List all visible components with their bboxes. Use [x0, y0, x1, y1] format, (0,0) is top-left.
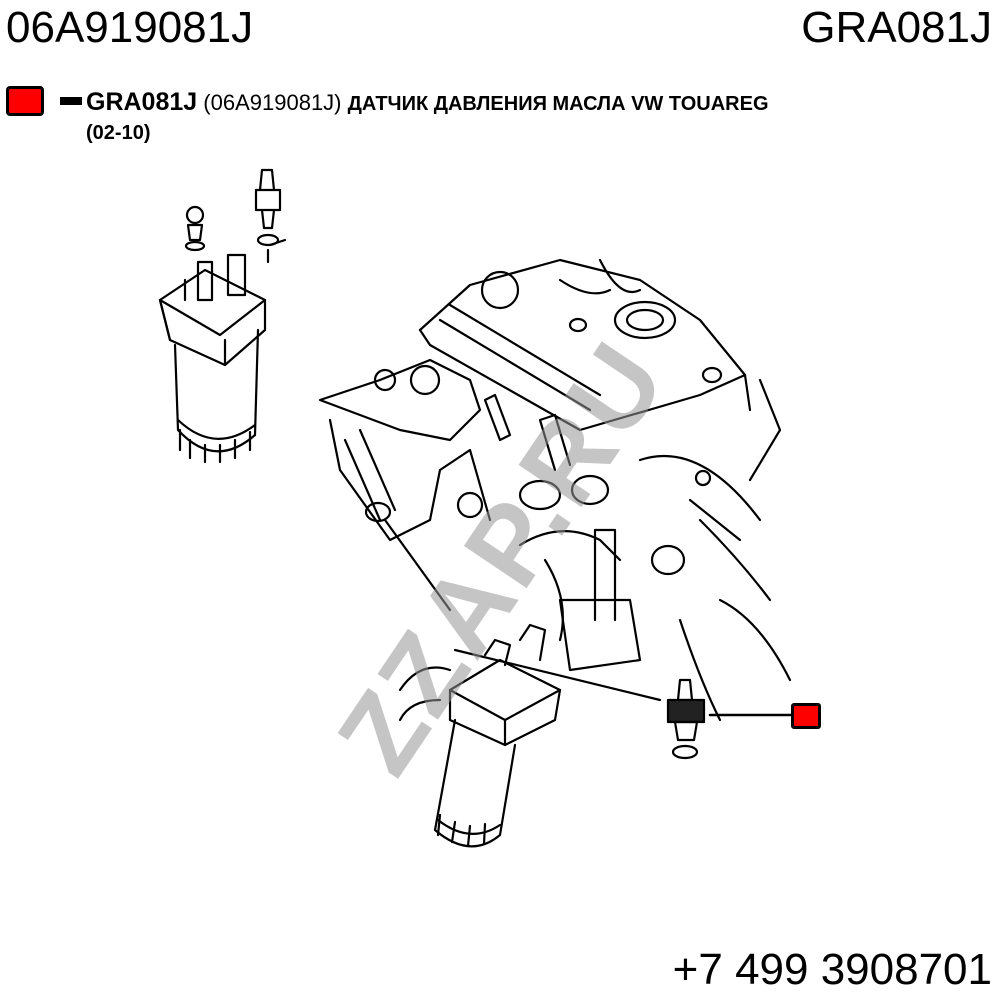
- legend-code: GRA081J: [86, 88, 198, 116]
- part-callout-marker[interactable]: [791, 703, 821, 729]
- legend-marker-icon: [6, 86, 44, 116]
- legend-text: GRA081J (06A919081J) ДАТЧИК ДАВЛЕНИЯ МАС…: [86, 88, 956, 147]
- phone-number[interactable]: +7 499 3908701: [672, 945, 992, 994]
- legend-years: (02-10): [86, 122, 151, 144]
- oem-number: 06A919081J: [6, 3, 254, 52]
- engine-block: [318, 258, 792, 722]
- legend-dash: [60, 97, 82, 105]
- oil-pressure-sensor: [666, 678, 793, 760]
- legend-item[interactable]: GRA081J (06A919081J) ДАТЧИК ДАВЛЕНИЯ МАС…: [6, 86, 956, 146]
- filter-housing-exploded: [158, 168, 287, 464]
- oil-filter: [398, 623, 662, 848]
- part-code: GRA081J: [801, 3, 992, 52]
- legend-description: ДАТЧИК ДАВЛЕНИЯ МАСЛА VW TOUAREG: [347, 93, 769, 115]
- legend-oem: (06A919081J): [203, 90, 342, 115]
- engine-diagram: [158, 168, 793, 848]
